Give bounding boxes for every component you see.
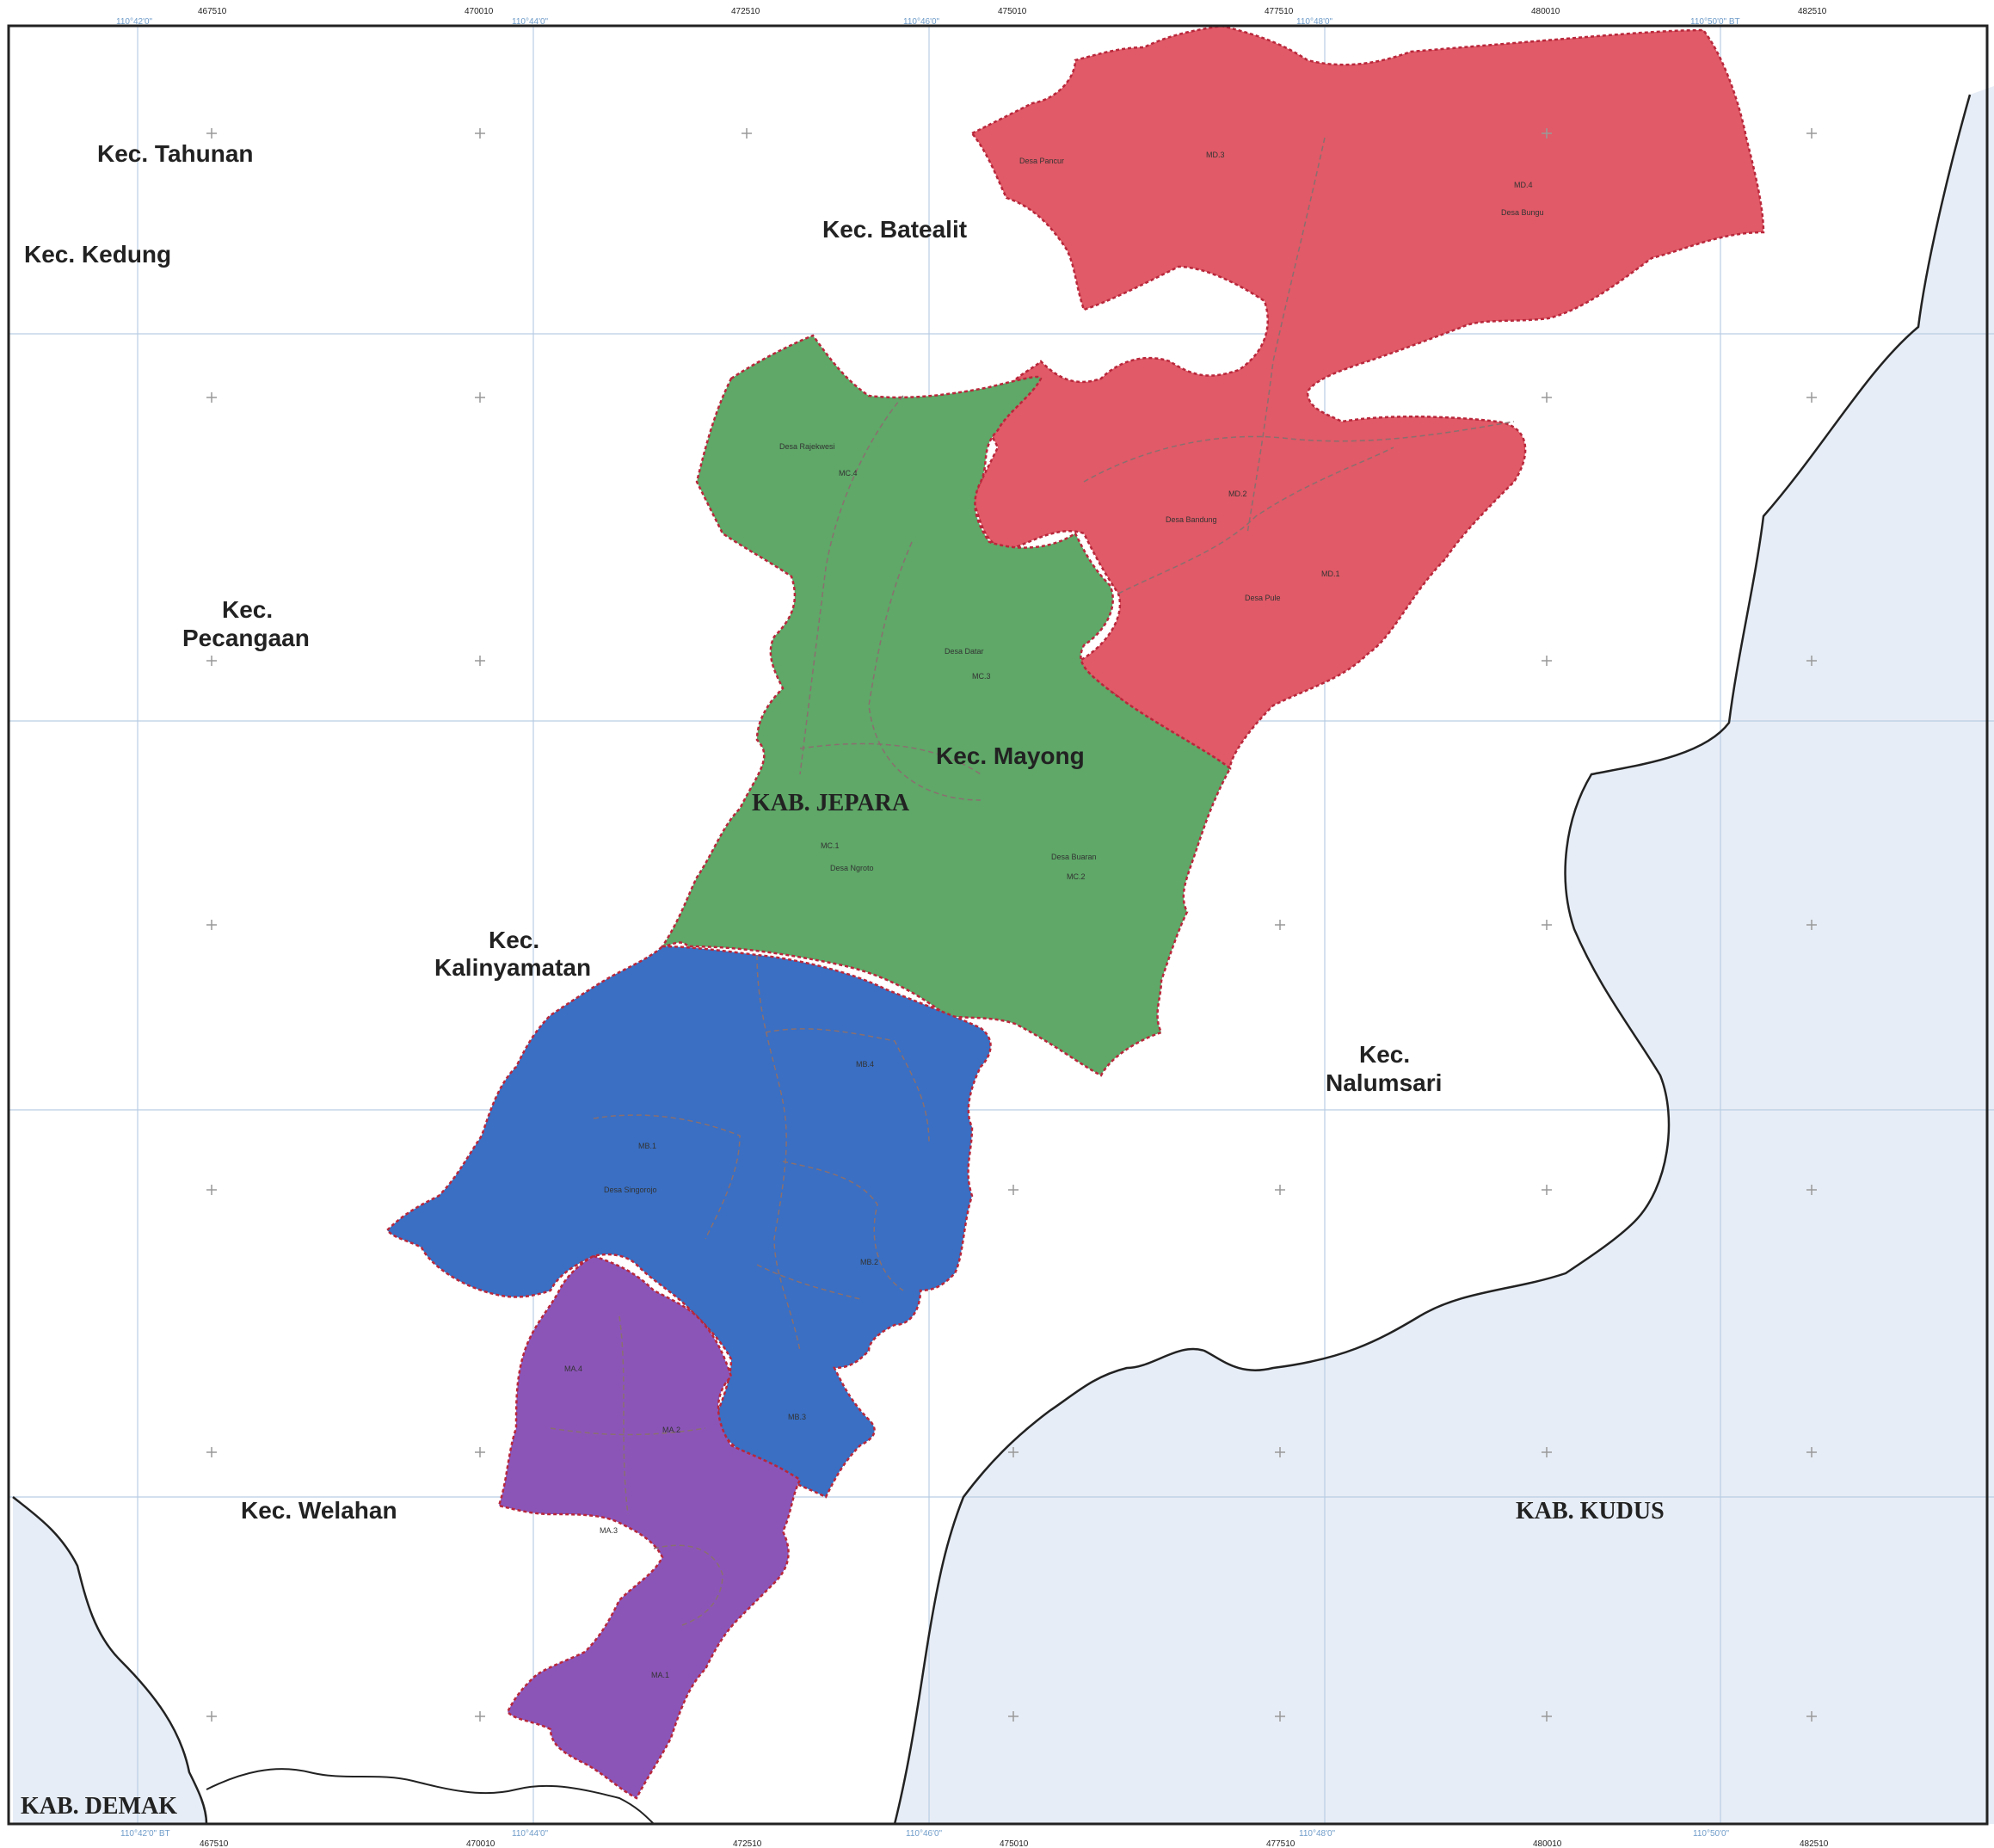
coord-top-blue-4: 110°48'0"	[1296, 17, 1333, 27]
coord-bottom-blue-4: 110°48'0"	[1299, 1829, 1336, 1839]
coord-bottom-blue-3: 110°46'0"	[906, 1829, 943, 1839]
coord-bottom-4: 475010	[1000, 1839, 1029, 1848]
map-frame	[7, 24, 1989, 1826]
label-desa-rajekwesi: Desa Rajekwesi	[779, 442, 835, 451]
label-kec-kedung: Kec. Kedung	[24, 241, 171, 268]
coord-bottom-5: 477510	[1266, 1839, 1295, 1848]
purple-inner-boundary-3	[653, 1544, 723, 1627]
coord-top-blue-5: 110°50'0" BT	[1690, 17, 1740, 27]
label-kec-tahunan: Kec. Tahunan	[97, 140, 254, 167]
zone-codes: MD.3 MD.4 MD.2 MD.1 MC.4 MC.3 MC.1 MC.2 …	[564, 151, 1533, 1679]
code-md1: MD.1	[1321, 570, 1340, 578]
red-inner-boundary-3	[1117, 447, 1394, 594]
coords-bottom: 110°42'0" BT 110°44'0" 110°46'0" 110°48'…	[120, 1829, 1829, 1848]
coord-top-1: 467510	[198, 7, 227, 16]
blue-inner-boundary-5	[756, 1264, 861, 1300]
purple-inner-boundary-2	[550, 1427, 706, 1436]
green-inner-boundary-3	[799, 742, 982, 775]
coord-top-3: 472510	[731, 7, 760, 16]
code-mc3: MC.3	[972, 672, 991, 681]
coord-bottom-1: 467510	[200, 1839, 229, 1848]
label-kab-kudus: KAB. KUDUS	[1516, 1498, 1665, 1525]
coord-bottom-blue-2: 110°44'0"	[512, 1829, 549, 1839]
blue-inner-boundary-2	[756, 954, 801, 1352]
code-mb4: MB.4	[856, 1060, 874, 1069]
label-kec-kalinyamatan-1: Kec.	[489, 927, 539, 953]
label-desa-buaran: Desa Buaran	[1051, 853, 1097, 861]
label-desa-ngroto: Desa Ngroto	[830, 864, 874, 872]
green-inner-boundary	[799, 395, 904, 775]
label-kec-kalinyamatan-2: Kalinyamatan	[434, 954, 591, 981]
coord-bottom-blue-1: 110°42'0" BT	[120, 1829, 170, 1839]
label-kec-pecangaan-2: Pecangaan	[182, 625, 310, 651]
label-kec-nalumsari-1: Kec.	[1359, 1041, 1410, 1068]
coord-bottom-7: 482510	[1800, 1839, 1829, 1848]
blue-inner-boundary-3	[765, 1028, 930, 1145]
label-kec-mayong: Kec. Mayong	[936, 742, 1085, 769]
region-labels: Kec. Tahunan Kec. Kedung Kec. Batealit K…	[21, 140, 1665, 1820]
demak-border-2	[206, 1768, 655, 1825]
zone-c-green	[660, 334, 1232, 1077]
coord-bottom-3: 472510	[733, 1839, 762, 1848]
code-ma1: MA.1	[651, 1671, 669, 1679]
label-kec-pecangaan-1: Kec.	[222, 596, 273, 623]
blue-inner-boundary	[593, 1114, 741, 1240]
demak-border	[12, 1496, 208, 1825]
coord-bottom-blue-5: 110°50'0"	[1693, 1829, 1730, 1839]
code-mb1: MB.1	[638, 1142, 656, 1150]
code-md4: MD.4	[1514, 181, 1533, 189]
coord-top-5: 477510	[1265, 7, 1294, 16]
coords-top: 467510 470010 472510 475010 477510 48001…	[116, 7, 1827, 27]
code-ma2: MA.2	[662, 1426, 680, 1434]
purple-inner-boundary	[619, 1315, 629, 1515]
code-mc4: MC.4	[839, 469, 858, 477]
label-desa-pule: Desa Pule	[1245, 594, 1281, 602]
zone-a-purple	[497, 1254, 802, 1800]
label-kab-demak: KAB. DEMAK	[21, 1793, 177, 1820]
code-md2: MD.2	[1228, 490, 1247, 498]
label-desa-datar: Desa Datar	[945, 647, 984, 656]
red-inner-boundary-2	[1083, 421, 1515, 483]
coord-top-blue-1: 110°42'0"	[116, 17, 153, 27]
label-kec-batealit: Kec. Batealit	[822, 216, 967, 243]
label-kec-welahan: Kec. Welahan	[241, 1497, 397, 1524]
label-desa-bandung: Desa Bandung	[1166, 515, 1217, 524]
code-mc1: MC.1	[821, 841, 840, 850]
grid-crosses	[206, 128, 1817, 1722]
label-desa-pancur: Desa Pancur	[1019, 157, 1064, 165]
label-kab-jepara: KAB. JEPARA	[752, 790, 910, 816]
label-kec-nalumsari-2: Nalumsari	[1326, 1069, 1442, 1096]
coord-top-7: 482510	[1798, 7, 1827, 16]
label-desa-bungu: Desa Bungu	[1501, 208, 1544, 217]
coord-bottom-6: 480010	[1533, 1839, 1562, 1848]
coordinate-grid	[9, 26, 1994, 1824]
code-ma3: MA.3	[600, 1526, 618, 1535]
coord-top-6: 480010	[1531, 7, 1560, 16]
kabupaten-border	[893, 94, 1972, 1825]
code-mc2: MC.2	[1067, 872, 1086, 881]
blue-inner-boundary-4	[782, 1161, 904, 1291]
code-mb3: MB.3	[788, 1413, 806, 1421]
code-mb2: MB.2	[860, 1258, 878, 1266]
coord-bottom-2: 470010	[466, 1839, 495, 1848]
coord-top-blue-3: 110°46'0"	[903, 17, 940, 27]
zone-d-red	[970, 24, 1765, 770]
sea-area-left	[13, 1497, 206, 1824]
code-ma4: MA.4	[564, 1364, 582, 1373]
coord-top-4: 475010	[998, 7, 1027, 16]
coord-top-2: 470010	[465, 7, 494, 16]
code-md3: MD.3	[1206, 151, 1225, 159]
sea-area	[895, 86, 1994, 1824]
label-desa-singorojo: Desa Singorojo	[604, 1186, 657, 1194]
coord-top-blue-2: 110°44'0"	[512, 17, 549, 27]
village-labels: Desa Pancur Desa Bungu Desa Bandung Desa…	[604, 157, 1544, 1194]
